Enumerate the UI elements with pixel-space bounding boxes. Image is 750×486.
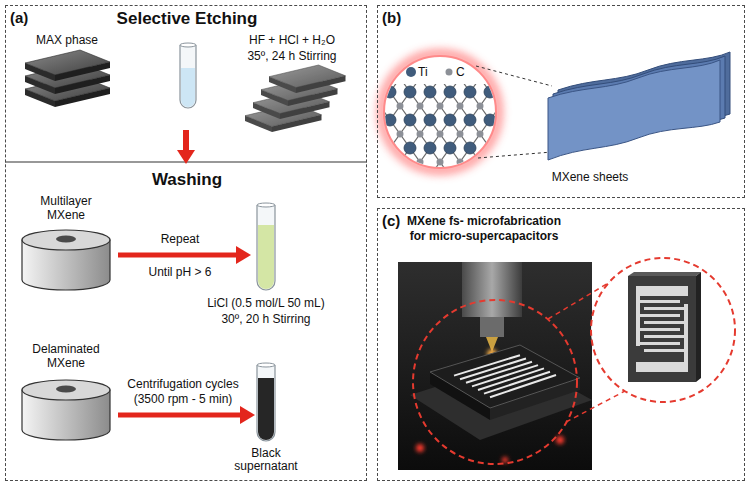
legend-dot xyxy=(406,67,416,77)
section-heading: Washing xyxy=(77,170,297,190)
reagent-label: LiCl (0.5 mol/L 50 mL) xyxy=(186,296,346,310)
mxene-sheet xyxy=(548,60,720,160)
highlight-circle xyxy=(413,300,577,464)
test-tube xyxy=(180,43,196,108)
atom-legend-label: Ti xyxy=(418,65,428,79)
electrode-stripe xyxy=(484,372,550,394)
etched-sheets xyxy=(245,65,346,132)
zoom-circle xyxy=(591,258,735,402)
panel-letter: (a) xyxy=(10,9,28,27)
electrode-stripe xyxy=(454,355,520,375)
arrow-shaft xyxy=(118,253,238,258)
electrode-finger xyxy=(640,300,680,303)
step-label: Centrifugation cycles xyxy=(108,377,258,391)
electrode-finger xyxy=(644,335,684,338)
electrode-finger xyxy=(644,349,684,352)
process-arrow xyxy=(118,406,255,424)
condition-label: (3500 rpm - 5 min) xyxy=(108,392,258,406)
tube-glass xyxy=(180,45,196,108)
section-heading: Selective Etching xyxy=(77,9,297,29)
step-label: Repeat xyxy=(140,232,220,246)
arrow-head xyxy=(240,406,255,424)
arrow-head xyxy=(236,246,251,264)
legend-dot xyxy=(446,69,453,76)
material-label: Delaminated MXene xyxy=(26,342,106,370)
electrode-finger xyxy=(640,342,680,345)
process-arrow xyxy=(118,246,251,264)
electrode-bar xyxy=(684,304,688,362)
electrode-finger xyxy=(640,314,680,317)
leader-line xyxy=(478,152,552,158)
test-tube xyxy=(257,363,275,441)
tube-rim xyxy=(257,363,275,367)
tube-liquid xyxy=(258,378,274,440)
electrode-stripe xyxy=(466,362,532,383)
step-label: Until pH > 6 xyxy=(125,265,235,279)
electrode-finger xyxy=(644,307,684,310)
tube-liquid xyxy=(181,68,195,107)
chip-side xyxy=(696,272,701,382)
reagent-label: HF + HCl + H₂O xyxy=(222,33,362,47)
interdigitated-electrodes xyxy=(636,286,688,372)
panel-box: (c)MXene fs- microfabrication for micro-… xyxy=(377,208,745,481)
arrow-shaft xyxy=(118,413,242,418)
electrode-bar xyxy=(636,296,640,346)
electrode-stripes xyxy=(454,355,556,397)
chip-face xyxy=(628,276,696,382)
indicator-light xyxy=(502,457,508,463)
centrifuge-jar xyxy=(22,380,110,440)
tube-glass xyxy=(257,365,275,441)
laser-barrel xyxy=(480,317,504,337)
indicator-light xyxy=(556,436,564,444)
electrode-finger xyxy=(644,321,684,324)
section-divider xyxy=(5,161,367,162)
structure-label: MXene sheets xyxy=(535,170,645,184)
etched-sheet xyxy=(269,65,346,93)
test-tube xyxy=(257,203,275,290)
electrode-stripe xyxy=(478,368,544,390)
panel-letter: (c) xyxy=(382,212,400,230)
centrifuge-jar xyxy=(22,230,110,290)
electrode-finger xyxy=(640,328,680,331)
material-label: Multilayer MXene xyxy=(31,194,101,222)
condition-label: 35º, 24 h Stirring xyxy=(222,49,362,63)
lattice-fill xyxy=(380,84,500,174)
condition-label: 30º, 20 h Stirring xyxy=(186,312,346,326)
panel-letter: (b) xyxy=(382,9,401,27)
atom-lattice xyxy=(380,84,500,174)
panel-title: MXene fs- microfabrication for micro-sup… xyxy=(398,214,570,244)
electrode-pad xyxy=(636,286,688,296)
device-top xyxy=(430,345,580,408)
leader-line xyxy=(566,391,625,422)
electrode-stripe xyxy=(472,365,538,386)
electrode-pad xyxy=(636,362,688,372)
panel-box: (b) xyxy=(377,5,745,198)
flow-arrow xyxy=(183,130,189,156)
leader-line xyxy=(476,66,552,86)
product-label: Black supernatant xyxy=(226,447,306,473)
material-label: MAX phase xyxy=(12,33,122,47)
electrode-stripe xyxy=(490,375,556,397)
indicator-light xyxy=(416,444,424,452)
chip-top xyxy=(628,272,701,276)
tube-glass xyxy=(257,205,275,290)
atom-legend-label: C xyxy=(456,65,465,79)
tube-rim xyxy=(257,203,275,207)
tube-liquid xyxy=(258,225,274,289)
section-band: Selective Etching xyxy=(8,8,364,130)
laser-head xyxy=(462,262,522,317)
photo-background xyxy=(398,262,592,470)
electrode-stripe xyxy=(460,359,526,380)
tube-rim xyxy=(180,43,196,47)
max-phase-slab xyxy=(25,50,110,81)
